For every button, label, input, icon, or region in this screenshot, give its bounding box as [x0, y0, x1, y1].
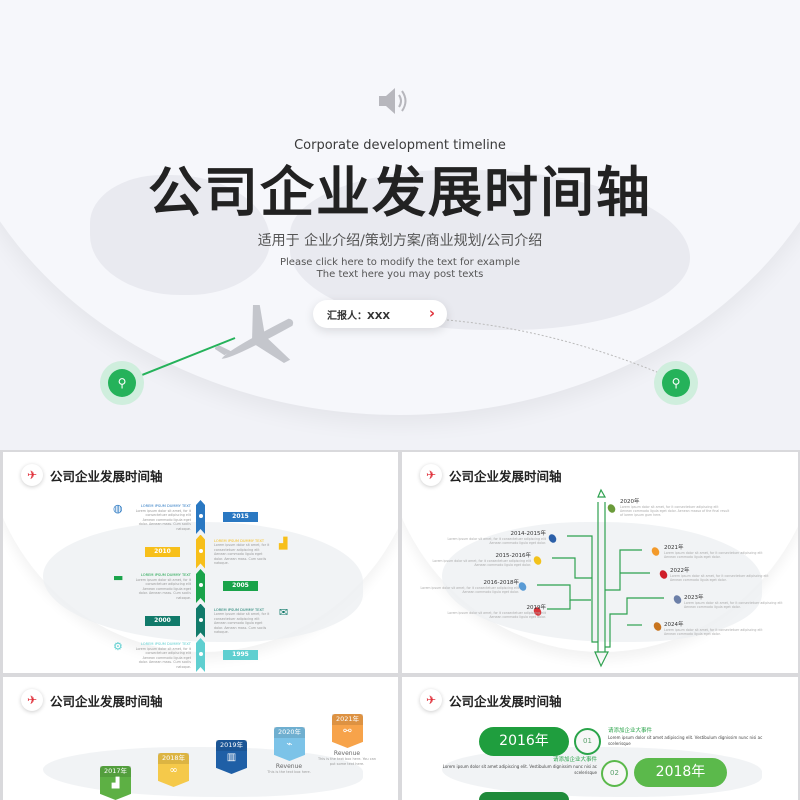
tree-text: Lorem ipsum dolor sit amet, for it conse… — [432, 559, 531, 567]
tree-text: Lorem ipsum dolor sit amet, for it conse… — [670, 574, 769, 582]
timeline-segment — [196, 500, 205, 534]
trash-icon: ▥ — [226, 752, 237, 763]
location-pin-icon: ⚲ — [108, 369, 136, 397]
year-pill: 2018年 — [634, 758, 727, 787]
year-label: 2014-2015年 — [510, 531, 546, 537]
airplane-icon: ✈ — [420, 689, 442, 711]
year-marker: 2021年⚯ — [332, 714, 363, 748]
year-label: 2020年 — [620, 499, 640, 505]
globe-icon: ◍ — [113, 502, 123, 515]
location-pin-right[interactable]: ⚲ — [654, 361, 698, 405]
title-slide: Corporate development timeline 公司企业发展时间轴… — [0, 0, 800, 450]
airplane-icon: ✈ — [420, 464, 442, 486]
chat-icon: ▬ — [113, 571, 124, 584]
year-marker: 2019年▥ — [216, 740, 247, 774]
slide-title: 公司企业发展时间轴 — [50, 693, 163, 709]
tree-text: Lorem ipsum dolor sit amet, for it conse… — [447, 537, 546, 545]
pencil-tree — [537, 488, 664, 668]
mail-icon: ✉ — [279, 605, 289, 619]
year-marker: 2020年⌁ — [274, 727, 305, 761]
speaker-icon[interactable] — [377, 86, 411, 116]
year-label: 2022年 — [670, 568, 690, 574]
note-text[interactable]: Please click here to modify the text for… — [0, 257, 800, 281]
location-pin-icon: ⚲ — [662, 369, 690, 397]
subtitle: 适用于 企业介绍/策划方案/商业规划/公司介绍 — [257, 233, 543, 249]
year-marker: 2017年▟ — [100, 766, 131, 800]
reporter-button[interactable]: 汇报人：XXX › — [313, 300, 447, 328]
tree-text: Lorem ipsum dolor sit amet, for it conse… — [620, 505, 730, 517]
timeline-segment — [196, 535, 205, 569]
airplane-icon — [213, 301, 300, 379]
year-label: 2005 — [223, 581, 258, 591]
reporter-label: 汇报人：XXX — [327, 311, 391, 322]
year-label: 2015 — [223, 512, 258, 522]
timeline-segment — [196, 604, 205, 638]
year-label: 2023年 — [684, 595, 704, 601]
year-marker: 2018年∞ — [158, 753, 189, 787]
slide-title: 公司企业发展时间轴 — [449, 693, 562, 709]
airplane-icon: ✈ — [21, 464, 43, 486]
tree-text: Lorem ipsum dolor sit amet, for it conse… — [684, 601, 783, 609]
year-pill-partial — [479, 792, 569, 800]
tree-text: Lorem ipsum dolor sit amet, for it conse… — [447, 611, 546, 619]
chevron-right-icon: › — [428, 304, 435, 322]
route-icon: ⌁ — [286, 739, 293, 750]
step-number: 01 — [574, 728, 601, 755]
chart-icon: ▟ — [111, 778, 120, 789]
year-label: 2016-2018年 — [483, 580, 519, 586]
location-pin-left[interactable]: ⚲ — [100, 361, 144, 405]
airplane-icon: ✈ — [21, 689, 43, 711]
year-pill: 2016年 — [479, 727, 569, 756]
tree-text: Lorem ipsum dolor sit amet, for it conse… — [420, 586, 519, 594]
timeline-segment — [196, 638, 205, 672]
slide-title: 公司企业发展时间轴 — [50, 468, 163, 484]
infinity-icon: ∞ — [169, 765, 178, 776]
year-label: 2010 — [145, 546, 180, 557]
note-line-2: The text here you may post texts — [316, 269, 484, 280]
step-number: 02 — [601, 760, 628, 787]
year-label: 2024年 — [664, 622, 684, 628]
year-label: 2000 — [145, 615, 180, 626]
year-label: 1995 — [223, 650, 258, 660]
tree-text: Lorem ipsum dolor sit amet, for it conse… — [664, 551, 763, 559]
timeline-segment — [196, 569, 205, 603]
note-line-1: Please click here to modify the text for… — [280, 257, 520, 268]
chart-icon: ▟ — [279, 536, 288, 550]
main-title: 公司企业发展时间轴 — [148, 161, 652, 224]
slide-thumbnail-3[interactable]: ✈ 公司企业发展时间轴 2017年▟ 2018年∞ 2019年▥ 2020年⌁ Reven… — [3, 677, 398, 800]
link-icon: ⚯ — [343, 726, 352, 737]
year-label: 2015-2016年 — [495, 553, 531, 559]
gears-icon: ⚙ — [113, 640, 123, 653]
year-label: 2021年 — [664, 545, 684, 551]
subtitle-en: Corporate development timeline — [294, 138, 506, 153]
slide-title: 公司企业发展时间轴 — [449, 468, 562, 484]
year-label: 2019年 — [526, 605, 547, 611]
tree-text: Lorem ipsum dolor sit amet, for it conse… — [664, 628, 763, 636]
